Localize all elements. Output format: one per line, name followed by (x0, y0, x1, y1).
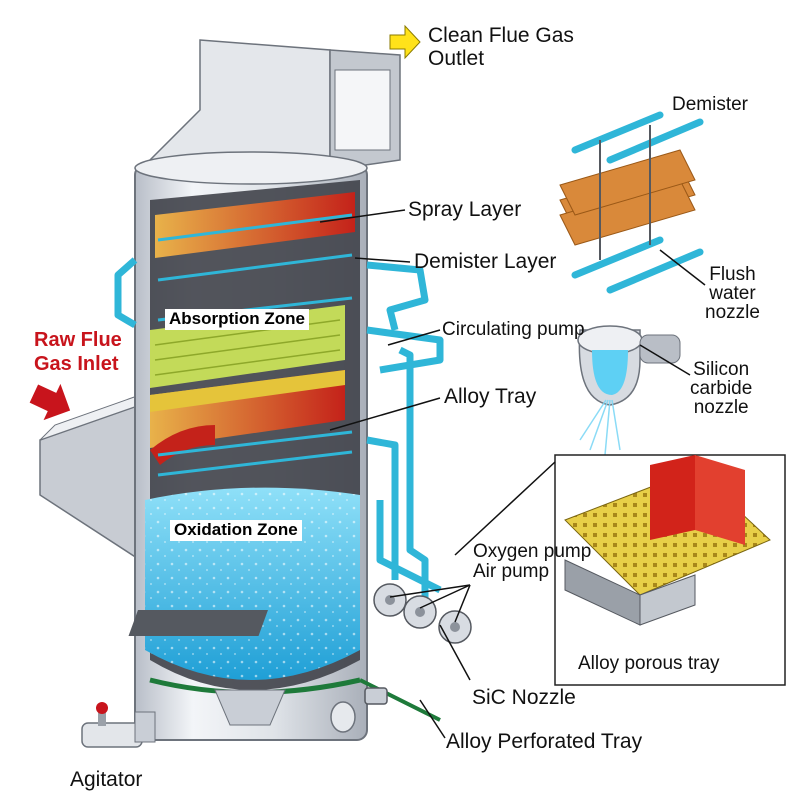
label-alloy-perforated-tray: Alloy Perforated Tray (446, 730, 643, 753)
sic-nozzle-inset (577, 325, 681, 456)
label-demister: Demister (672, 94, 749, 115)
label-raw-flue-gas-inlet: Raw Flue Gas Inlet (34, 329, 122, 375)
leader-lines (319, 209, 706, 739)
label-alloy-porous-tray: Alloy porous tray (578, 653, 720, 674)
label-alloy-tray: Alloy Tray (444, 385, 537, 408)
label-absorption-zone: Absorption Zone (165, 309, 309, 330)
label-spray-layer: Spray Layer (408, 198, 522, 221)
raw-gas-inlet-duct (39, 394, 141, 562)
label-demister-layer: Demister Layer (414, 250, 557, 273)
label-flush-water-nozzle: Flush water nozzle (705, 264, 760, 323)
label-oxygen-pump: Oxygen pump (473, 541, 592, 562)
external-piping (114, 257, 444, 600)
label-agitator: Agitator (70, 768, 143, 791)
alloy-porous-tray-inset (554, 454, 786, 686)
raw-gas-inlet-arrow-icon (29, 383, 71, 421)
agitator (81, 702, 156, 748)
label-circulating-pump: Circulating pump (442, 319, 585, 340)
pump-group (128, 583, 472, 644)
demister-inset (559, 111, 704, 294)
outlet-hood (138, 39, 401, 171)
label-air-pump: Air pump (473, 561, 550, 582)
label-sic-nozzle: SiC Nozzle (472, 686, 576, 709)
sic-nozzle-fitting (330, 687, 388, 733)
clean-gas-arrow-icon (389, 24, 421, 60)
label-clean-flue-gas-outlet: Clean Flue Gas Outlet (428, 24, 574, 71)
label-oxidation-zone: Oxidation Zone (170, 520, 302, 541)
label-silicon-carbide-nozzle: Silicon carbide nozzle (690, 359, 753, 418)
